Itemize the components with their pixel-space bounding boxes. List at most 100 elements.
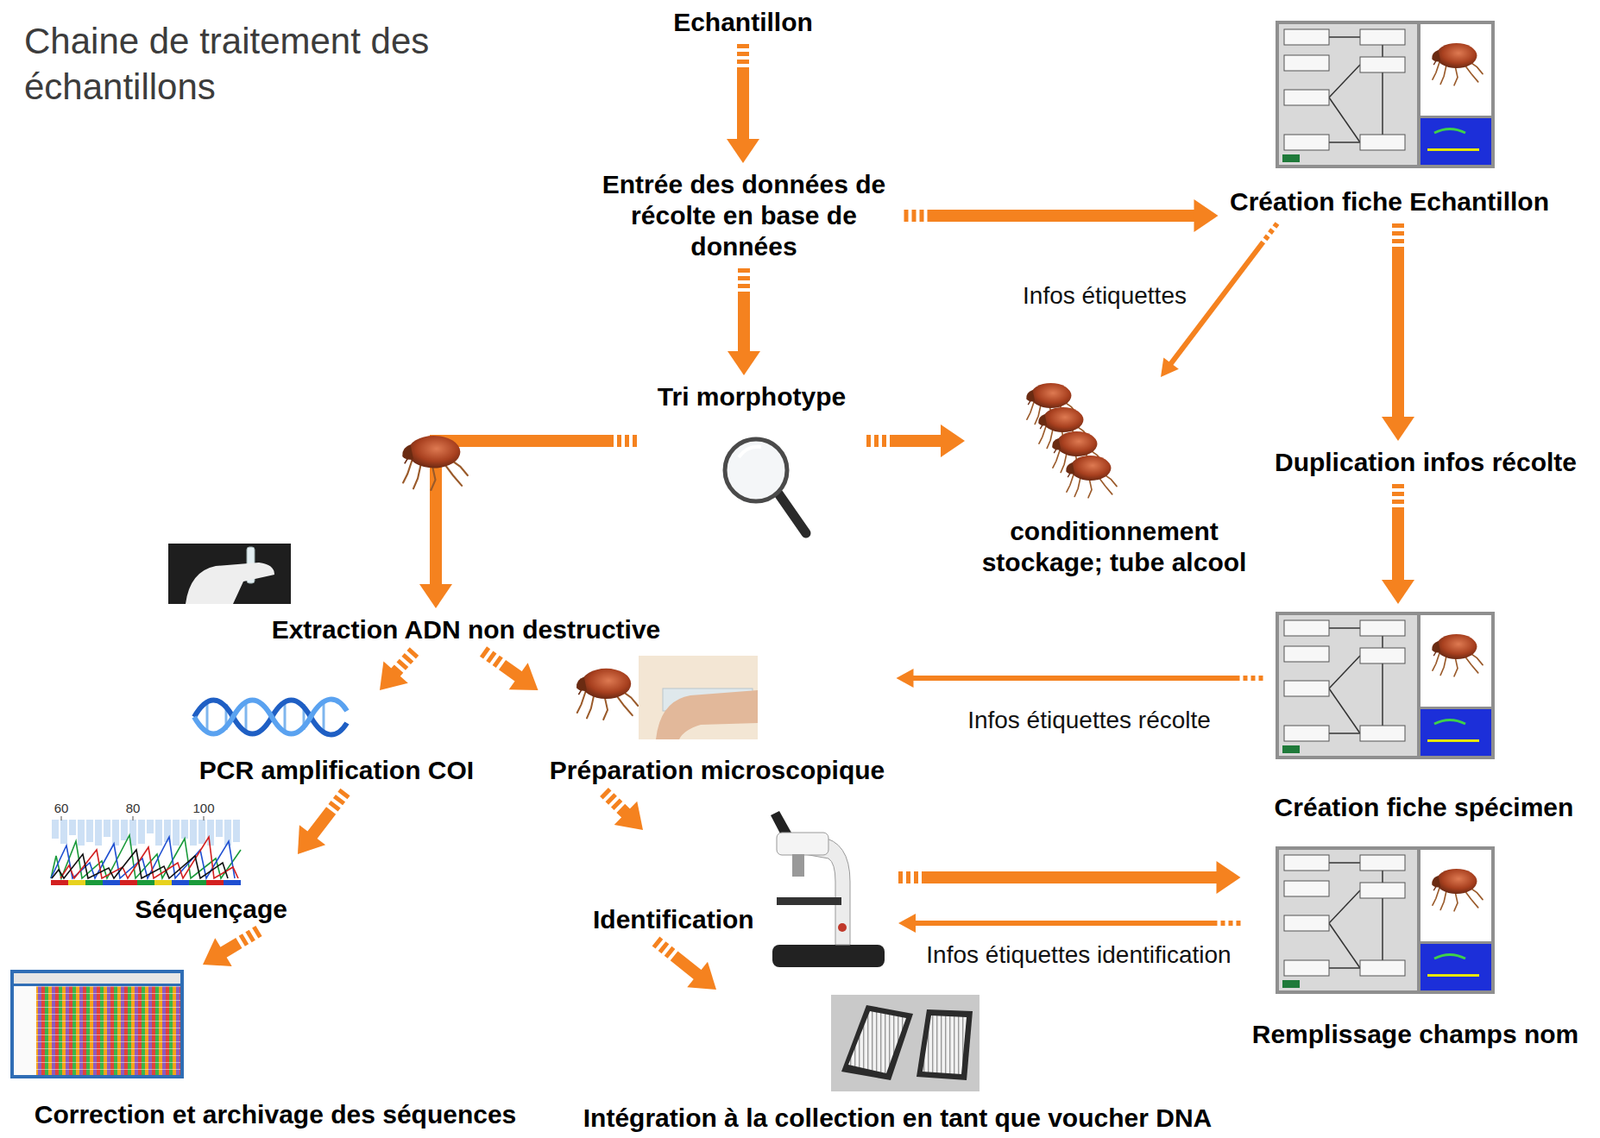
process-step: Duplication infos récolte bbox=[1266, 443, 1587, 482]
process-step: Entrée des données de récolte en base de… bbox=[586, 165, 902, 266]
process-step: conditionnement stockage; tube alcool bbox=[967, 379, 1261, 582]
arrow-label: Infos étiquettes identification bbox=[923, 940, 1234, 971]
arrow-head bbox=[614, 801, 643, 831]
chromatogram bbox=[146, 819, 154, 834]
flea-group bbox=[1026, 383, 1117, 498]
arrow-head bbox=[509, 662, 539, 691]
microscope-icon bbox=[772, 944, 885, 968]
chromatogram bbox=[188, 880, 207, 886]
collection-photo bbox=[831, 995, 980, 1092]
chromatogram bbox=[112, 819, 120, 846]
chromatogram bbox=[198, 819, 206, 845]
arrow-head bbox=[1160, 357, 1179, 378]
flow-arrow bbox=[1381, 484, 1415, 605]
step-label: Préparation microscopique bbox=[549, 755, 885, 787]
arrow-head bbox=[727, 351, 761, 376]
dna-helix bbox=[245, 704, 248, 731]
extraction-photo bbox=[185, 562, 275, 605]
chromatogram bbox=[61, 816, 204, 821]
arrow-shaft bbox=[912, 675, 1264, 681]
microscope-icon bbox=[770, 811, 885, 968]
process-step: Correction et archivage des séquences bbox=[16, 967, 535, 1134]
axis-number: 100 bbox=[192, 800, 215, 817]
process-step: Echantillon bbox=[664, 3, 822, 42]
database-screenshot bbox=[1275, 846, 1495, 995]
flow-arrow bbox=[726, 44, 760, 164]
arrow-shaft bbox=[604, 792, 627, 815]
flow-arrow bbox=[727, 268, 761, 376]
step-label: Entrée des données de récolte en base de… bbox=[595, 169, 894, 263]
step-label: Intégration à la collection en tant que … bbox=[583, 1102, 1212, 1134]
arrow-shaft bbox=[394, 651, 415, 675]
collection-photo bbox=[848, 1011, 907, 1074]
chromatogram bbox=[154, 880, 172, 886]
dna-helix bbox=[194, 700, 347, 736]
arrow-shaft bbox=[655, 941, 700, 977]
dna-helix bbox=[206, 704, 209, 731]
slide-preparation-photo bbox=[576, 668, 638, 720]
flow-arrow bbox=[297, 792, 346, 855]
microscope-icon bbox=[792, 854, 805, 877]
dna-helix bbox=[322, 704, 326, 731]
process-step: Création fiche Echantillon bbox=[1221, 17, 1559, 221]
arrow-head bbox=[1216, 861, 1241, 895]
slide-preparation-photo bbox=[655, 690, 758, 740]
chromatogram bbox=[215, 819, 223, 838]
chromatogram bbox=[85, 880, 103, 886]
microscope-icon bbox=[770, 811, 792, 836]
chromatogram bbox=[68, 880, 86, 886]
step-label: conditionnement stockage; tube alcool bbox=[976, 516, 1253, 579]
process-step: Tri morphotype bbox=[639, 377, 864, 539]
chromatogram bbox=[155, 819, 163, 846]
chromatogram bbox=[189, 819, 197, 846]
collection-photo bbox=[831, 995, 980, 1092]
arrow-shaft bbox=[1392, 484, 1405, 582]
chromatogram bbox=[103, 819, 111, 838]
flow-arrow bbox=[898, 861, 1241, 895]
chromatogram bbox=[61, 816, 63, 821]
process-step: Intégration à la collection en tant que … bbox=[574, 992, 1222, 1138]
chromatogram bbox=[50, 816, 241, 886]
database-screenshot bbox=[1275, 20, 1495, 169]
alignment-screenshot bbox=[10, 970, 184, 1079]
chromatogram bbox=[203, 816, 205, 821]
step-label: Identification bbox=[592, 904, 755, 936]
dna-helix bbox=[194, 699, 347, 736]
process-step: Séquençage bbox=[44, 799, 296, 929]
chromatogram bbox=[94, 819, 102, 846]
process-step: Création fiche spécimen bbox=[1266, 606, 1583, 827]
chromatogram bbox=[69, 819, 76, 836]
chromatogram bbox=[51, 819, 59, 839]
collection-photo bbox=[922, 1015, 967, 1075]
arrow-head bbox=[379, 661, 409, 691]
arrow-shaft bbox=[913, 920, 1241, 926]
collection-photo bbox=[916, 1009, 973, 1081]
database-screenshot bbox=[1275, 611, 1495, 760]
alignment-screenshot bbox=[13, 973, 181, 984]
alignment-screenshot bbox=[13, 986, 181, 1076]
chromatogram bbox=[50, 835, 241, 879]
step-label: Création fiche spécimen bbox=[1274, 792, 1575, 824]
flow-arrow bbox=[419, 440, 637, 609]
process-step: Préparation microscopique bbox=[541, 649, 895, 790]
arrow-head bbox=[202, 938, 233, 967]
chromatogram bbox=[172, 819, 180, 846]
chromatogram bbox=[50, 835, 241, 879]
chromatogram bbox=[50, 816, 241, 886]
chromatogram bbox=[77, 819, 85, 846]
arrow-shaft bbox=[737, 268, 750, 353]
database-screenshot bbox=[1275, 846, 1495, 995]
chromatogram bbox=[102, 880, 120, 886]
chromatogram bbox=[207, 819, 215, 846]
flow-arrow bbox=[483, 651, 539, 691]
process-step: Identification bbox=[585, 832, 896, 939]
flow-arrow bbox=[904, 199, 1219, 233]
step-label: Correction et archivage des séquences bbox=[34, 1099, 517, 1131]
database-screenshot bbox=[1275, 20, 1495, 169]
flea-specimen bbox=[402, 435, 468, 491]
arrow-head bbox=[1381, 579, 1415, 605]
magnifier-icon bbox=[778, 493, 807, 534]
chromatogram bbox=[171, 880, 189, 886]
dna-helix bbox=[194, 699, 347, 735]
